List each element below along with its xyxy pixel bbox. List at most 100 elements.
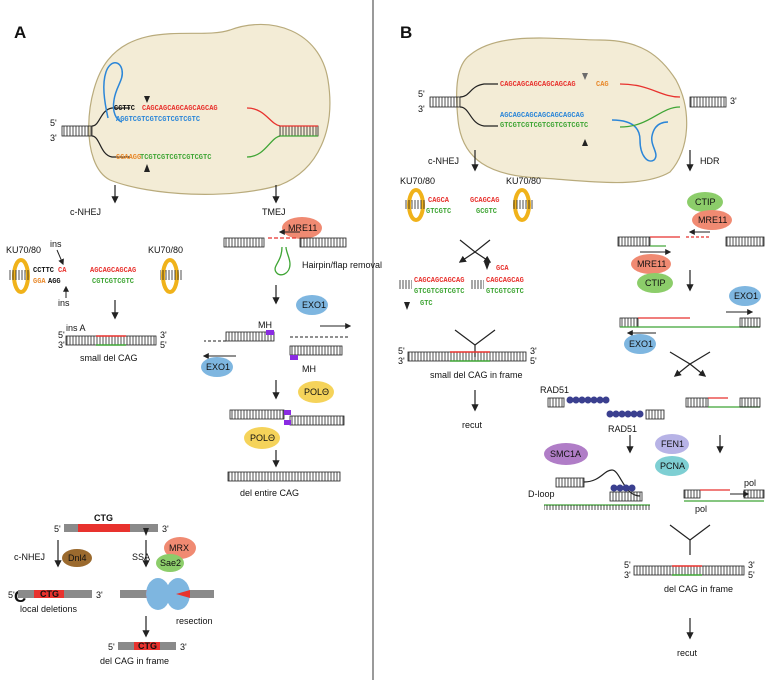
- c-dnl4-badge: [62, 549, 92, 567]
- b-l-bot: GTCGTC: [426, 208, 451, 216]
- a-left-bot-orange: GGA: [33, 278, 46, 286]
- a-right-top: AGCAGCAGCAG: [90, 267, 136, 275]
- svg-text:5': 5': [530, 356, 537, 366]
- a-del-entire-label: del entire CAG: [240, 488, 299, 498]
- a-top-seq: CCTTC: [114, 105, 135, 113]
- a-small-del-label: small del CAG: [80, 353, 138, 363]
- svg-text:3': 3': [398, 356, 405, 366]
- b-hdr-label: HDR: [700, 156, 720, 166]
- a-right-bot: CGTCGTCGTC: [92, 278, 134, 286]
- a-hairpin-green: [274, 246, 291, 276]
- a-duplex-right: [279, 125, 319, 137]
- a-pol1-label: POLΘ: [304, 387, 329, 397]
- svg-text:3': 3': [730, 96, 737, 106]
- a-hairpin-text: Hairpin/flap removal: [302, 260, 382, 270]
- a-exo1-badge-b: [201, 357, 233, 377]
- b-ctip-label: CTIP: [695, 197, 716, 207]
- b-exo1-b-label: EXO1: [629, 339, 653, 349]
- b-m2-bot: GTCGTCGTC: [486, 288, 524, 296]
- b-dloop-label: D-loop: [528, 489, 555, 499]
- b-mre11-badge-b: [631, 254, 671, 274]
- a-cut-arrow-top: [144, 96, 150, 103]
- b-ctip-badge: [687, 192, 723, 212]
- b-hairpin-blue: [611, 119, 669, 162]
- b-m1-flap: GTC: [420, 300, 433, 308]
- svg-text:5': 5': [8, 590, 15, 600]
- a-bot-seq-green: TCGTCGTCGTCGTCGTC: [140, 154, 211, 162]
- a-mre11-label: MRE11: [288, 223, 317, 233]
- b-pcna-label: PCNA: [660, 461, 685, 471]
- c-ctg1: CTG: [94, 513, 113, 523]
- b-top-red: CAGCAGCAGCAGCAGCAG: [500, 81, 576, 89]
- svg-text:3': 3': [530, 346, 537, 356]
- b-bot-green: GTCGTCGTCGTCGTCGTCGTC: [500, 122, 588, 130]
- svg-text:5': 5': [160, 340, 167, 350]
- b-rad51-dloop: [610, 484, 636, 492]
- a-bot-seq-orange: GGAAGG: [116, 154, 141, 162]
- b-mid-blue: AGCAGCAGCAGCAGCAGCAG: [500, 112, 584, 120]
- b-fen1-badge: [655, 434, 689, 454]
- b-cut-arrow-top: [582, 73, 588, 80]
- b-rad51-filament-a: [566, 396, 610, 404]
- b-pol1-label: pol: [744, 478, 756, 488]
- c-mrx-badge: [164, 537, 196, 559]
- b-pol2-label: pol: [695, 504, 707, 514]
- svg-text:3': 3': [160, 330, 167, 340]
- a-hairpin-blue: [103, 62, 124, 123]
- svg-text:5': 5': [748, 570, 755, 580]
- panel-a-label: A: [14, 23, 26, 42]
- c-cnhej-label: c-NHEJ: [14, 552, 45, 562]
- b-ctip-b-label: CTIP: [645, 278, 666, 288]
- a-exo1-a-label: EXO1: [302, 300, 326, 310]
- b-exo1-a-label: EXO1: [734, 291, 758, 301]
- c-sae2-label: Sae2: [160, 558, 181, 568]
- a-left-top-red: CA: [58, 267, 67, 275]
- b-recut2-label: recut: [677, 648, 698, 658]
- a-small-del-product: [65, 335, 157, 346]
- a-ku-right-label: KU70/80: [148, 245, 183, 255]
- a-cnhej-label: c-NHEJ: [70, 207, 101, 217]
- b-mre11-badge: [692, 210, 732, 230]
- c-resection-left: [146, 578, 170, 610]
- b-ku-right-label: KU70/80: [506, 176, 541, 186]
- svg-text:3': 3': [96, 590, 103, 600]
- b-duplex-left: [429, 96, 461, 108]
- svg-text:3': 3': [58, 340, 65, 350]
- b-ctip-badge-b: [637, 273, 673, 293]
- b-small-del-label: small del CAG in frame: [430, 370, 523, 380]
- a-cut-arrow-bot: [144, 164, 150, 172]
- b-del-cag-label: del CAG in frame: [664, 584, 733, 594]
- a-mid-seq: AGGTCGTCGTCGTCGTCGTC: [116, 116, 200, 124]
- a-hairpin-label: Hairpin/flap removal: [302, 260, 382, 270]
- c-ssa-label: SSA: [132, 552, 150, 562]
- svg-text:5': 5': [418, 89, 425, 99]
- b-r-top: GCAGCAG: [470, 197, 499, 205]
- svg-text:5': 5': [58, 330, 65, 340]
- b-rad51-a-label: RAD51: [540, 385, 569, 395]
- c-sae2-badge: [156, 554, 184, 572]
- a-pol1-badge: [298, 381, 334, 403]
- panel-b-label: B: [400, 23, 412, 42]
- a-nucleus-blob: [88, 23, 331, 195]
- b-m2-top: CAGCAGCAG: [486, 277, 524, 285]
- a-mh2-label: MH: [302, 364, 316, 374]
- b-l-top: CAGCA: [428, 197, 450, 205]
- c-resection-label: resection: [176, 616, 213, 626]
- c-dnl4-label: Dnl4: [68, 553, 87, 563]
- a-duplex-left: [61, 125, 93, 137]
- svg-text:3': 3': [624, 570, 631, 580]
- b-cnhej-label: c-NHEJ: [428, 156, 459, 166]
- svg-text:5': 5': [398, 346, 405, 356]
- c-ctg2: CTG: [40, 589, 59, 599]
- b-fen1-label: FEN1: [661, 439, 684, 449]
- b-del-cag-product: [633, 565, 745, 576]
- svg-text:3': 3': [50, 133, 57, 143]
- b-m1-bot: GTCGTCGTCGTC: [414, 288, 464, 296]
- a-ins-bot-label: ins: [58, 298, 70, 308]
- svg-text:3': 3': [748, 560, 755, 570]
- b-ku-left-label: KU70/80: [400, 176, 435, 186]
- b-nucleus-blob: [456, 37, 688, 184]
- svg-text:3': 3': [180, 642, 187, 652]
- c-del-cag-label: del CAG in frame: [100, 656, 169, 666]
